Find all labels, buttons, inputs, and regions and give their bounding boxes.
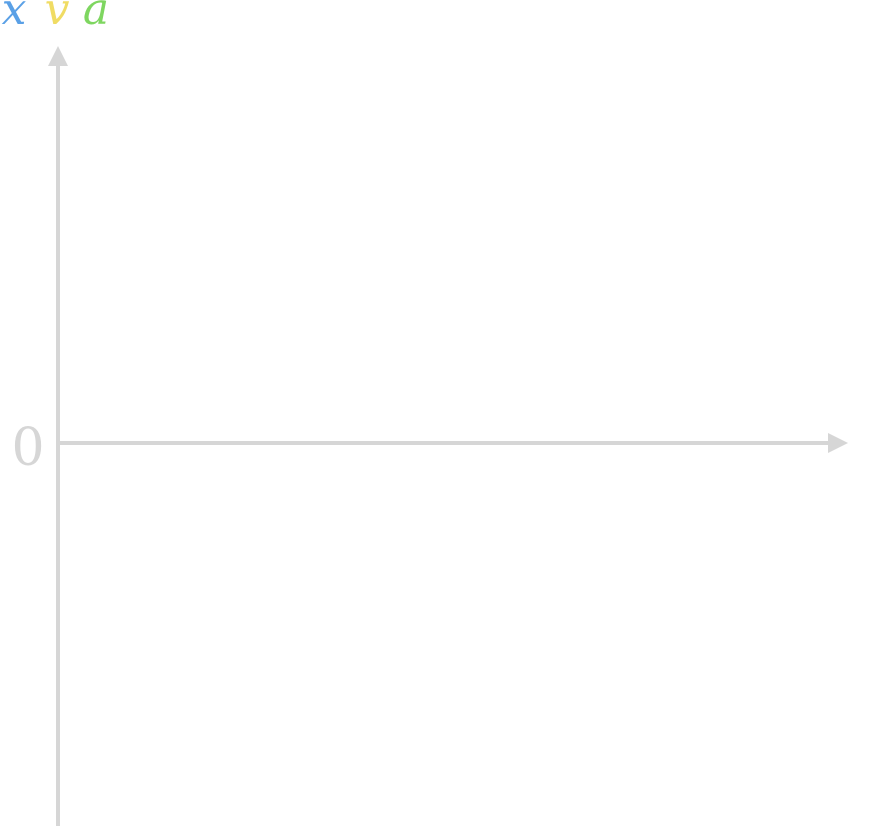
y-tick-label-zero: 0 <box>11 418 44 478</box>
legend-label-a: a <box>83 0 109 35</box>
legend-label-v: v <box>45 0 70 35</box>
legend-label-x: x <box>2 0 27 35</box>
